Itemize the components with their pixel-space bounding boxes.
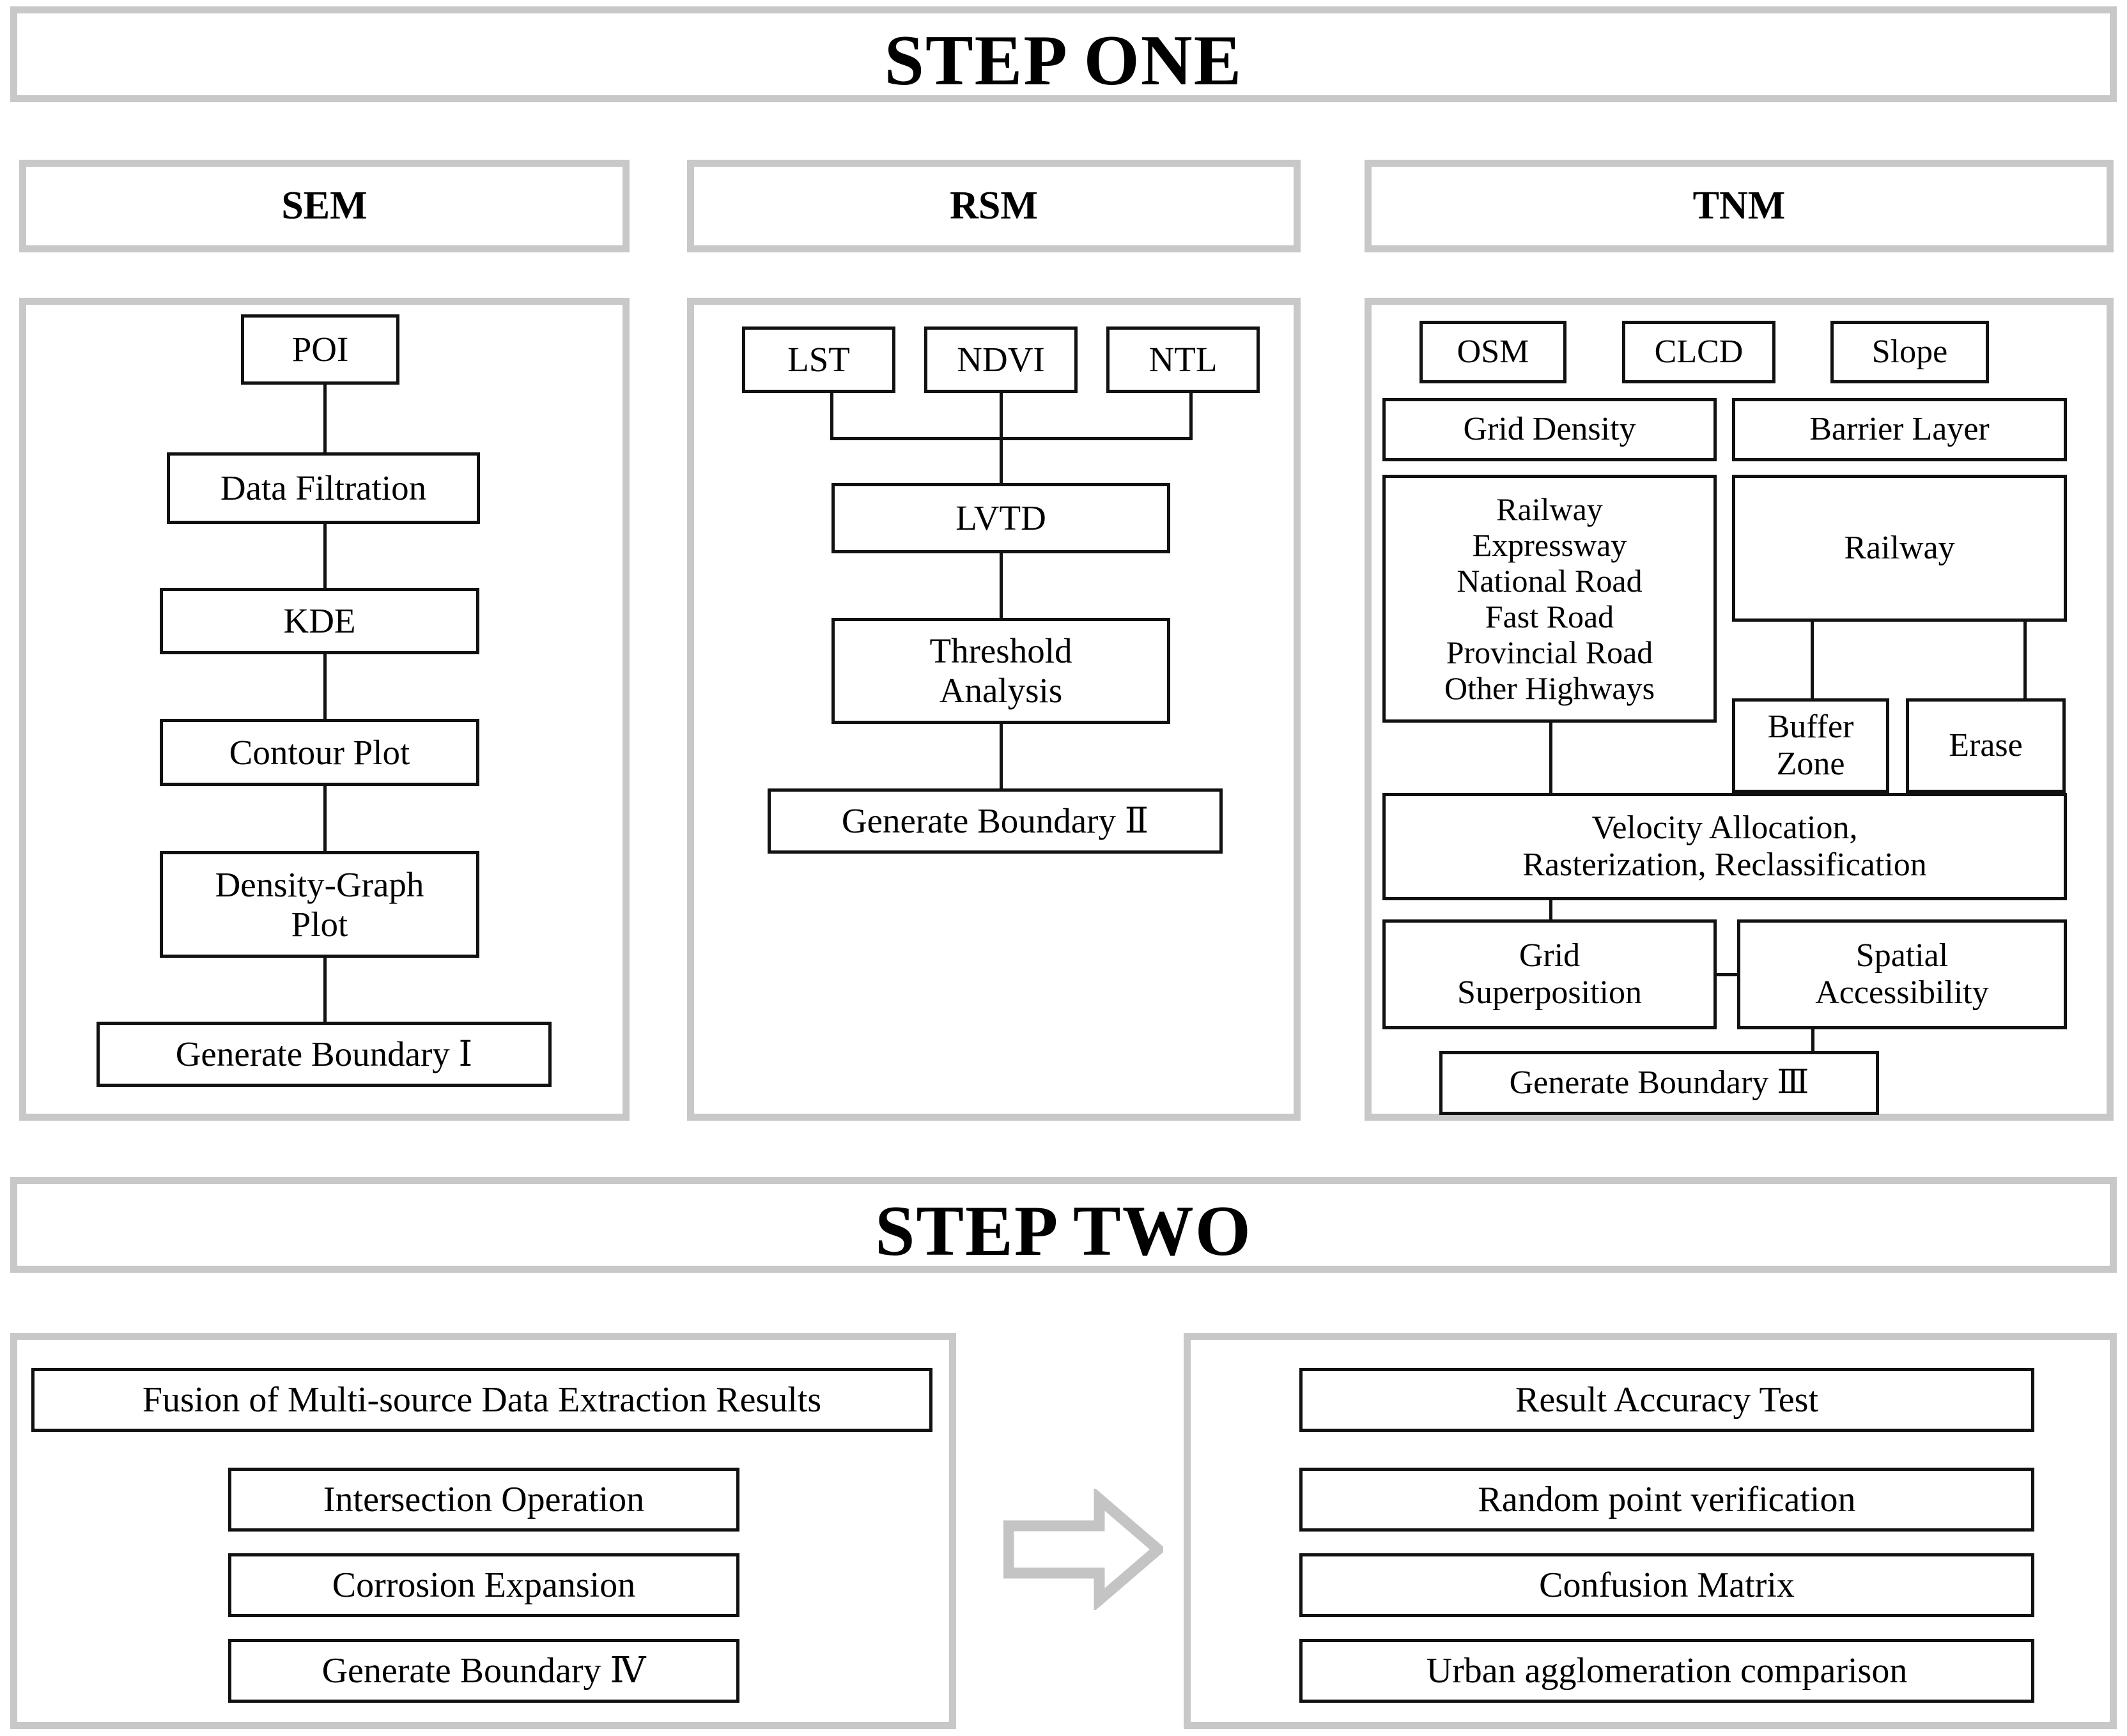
node-lst[interactable]: LST bbox=[742, 326, 895, 393]
node-generate-boundary-2[interactable]: Generate Boundary Ⅱ bbox=[768, 788, 1223, 854]
column-title-tnm: TNM bbox=[1692, 184, 1786, 227]
column-body-rsm: LST NDVI NTL LVTD Threshold Analysis Gen… bbox=[687, 298, 1301, 1121]
step-two-right-panel: Result Accuracy Test Random point verifi… bbox=[1184, 1333, 2117, 1729]
node-buffer-zone[interactable]: Buffer Zone bbox=[1732, 698, 1889, 793]
node-slope[interactable]: Slope bbox=[1830, 321, 1989, 383]
column-title-sem: SEM bbox=[281, 184, 367, 227]
node-erase[interactable]: Erase bbox=[1906, 698, 2066, 793]
node-corrosion-expansion[interactable]: Corrosion Expansion bbox=[228, 1553, 739, 1617]
node-clcd[interactable]: CLCD bbox=[1622, 321, 1775, 383]
column-header-tnm: TNM bbox=[1365, 160, 2114, 252]
connector-roads-velocity bbox=[1549, 721, 1552, 793]
node-contour-plot[interactable]: Contour Plot bbox=[160, 719, 479, 786]
node-threshold-analysis[interactable]: Threshold Analysis bbox=[831, 618, 1170, 724]
node-road-types[interactable]: Railway Expressway National Road Fast Ro… bbox=[1382, 475, 1717, 723]
connector-merge-lvtd bbox=[1000, 437, 1003, 484]
connector-gridsuper-spatial bbox=[1714, 973, 1740, 976]
node-density-graph-plot[interactable]: Density-Graph Plot bbox=[160, 851, 479, 958]
step-one-banner-panel: STEP ONE bbox=[10, 6, 2117, 102]
connector-lst-down bbox=[830, 393, 833, 439]
column-title-rsm: RSM bbox=[950, 184, 1038, 227]
connector-lvtd-threshold bbox=[1000, 553, 1003, 619]
column-body-sem: POI Data Filtration KDE Contour Plot Den… bbox=[19, 298, 630, 1121]
node-fusion-results[interactable]: Fusion of Multi-source Data Extraction R… bbox=[31, 1368, 932, 1432]
node-generate-boundary-3[interactable]: Generate Boundary Ⅲ bbox=[1439, 1051, 1879, 1115]
node-ndvi[interactable]: NDVI bbox=[924, 326, 1078, 393]
connector-ntl-down bbox=[1189, 393, 1193, 439]
column-body-tnm: OSM CLCD Slope Grid Density Barrier Laye… bbox=[1365, 298, 2114, 1121]
connector-kde-contour bbox=[323, 654, 327, 720]
node-generate-boundary-1[interactable]: Generate Boundary Ⅰ bbox=[97, 1022, 552, 1087]
node-intersection-operation[interactable]: Intersection Operation bbox=[228, 1468, 739, 1532]
node-grid-density[interactable]: Grid Density bbox=[1382, 398, 1717, 461]
node-ntl[interactable]: NTL bbox=[1106, 326, 1260, 393]
node-confusion-matrix[interactable]: Confusion Matrix bbox=[1299, 1553, 2034, 1617]
node-railway[interactable]: Railway bbox=[1732, 475, 2067, 622]
node-kde[interactable]: KDE bbox=[160, 588, 479, 654]
node-urban-agglomeration-comparison[interactable]: Urban agglomeration comparison bbox=[1299, 1639, 2034, 1703]
node-data-filtration[interactable]: Data Filtration bbox=[167, 452, 480, 524]
connector-ndvi-down bbox=[1000, 393, 1003, 439]
connector-railway-erase bbox=[2023, 620, 2027, 700]
step-two-title: STEP TWO bbox=[875, 1192, 1252, 1271]
step-two-banner-panel: STEP TWO bbox=[10, 1177, 2117, 1273]
node-random-point-verification[interactable]: Random point verification bbox=[1299, 1468, 2034, 1532]
connector-railway-buffer bbox=[1811, 620, 1814, 700]
node-lvtd[interactable]: LVTD bbox=[831, 483, 1170, 553]
column-header-rsm: RSM bbox=[687, 160, 1301, 252]
step-two-left-panel: Fusion of Multi-source Data Extraction R… bbox=[10, 1333, 956, 1729]
step-one-title: STEP ONE bbox=[884, 21, 1243, 100]
flow-arrow-icon bbox=[1003, 1487, 1167, 1612]
connector-filtration-kde bbox=[323, 523, 327, 588]
node-barrier-layer[interactable]: Barrier Layer bbox=[1732, 398, 2067, 461]
node-generate-boundary-4[interactable]: Generate Boundary Ⅳ bbox=[228, 1639, 739, 1703]
connector-contour-density bbox=[323, 785, 327, 852]
connector-density-boundary bbox=[323, 956, 327, 1022]
node-result-accuracy-test[interactable]: Result Accuracy Test bbox=[1299, 1368, 2034, 1432]
column-header-sem: SEM bbox=[19, 160, 630, 252]
connector-poi-filtration bbox=[323, 383, 327, 454]
connector-merge-bar bbox=[830, 437, 1193, 440]
node-poi[interactable]: POI bbox=[241, 314, 399, 385]
node-spatial-accessibility[interactable]: Spatial Accessibility bbox=[1737, 919, 2067, 1029]
node-velocity-allocation[interactable]: Velocity Allocation, Rasterization, Recl… bbox=[1382, 793, 2067, 900]
node-grid-superposition[interactable]: Grid Superposition bbox=[1382, 919, 1717, 1029]
connector-velocity-gridsuper bbox=[1549, 899, 1552, 921]
node-osm[interactable]: OSM bbox=[1419, 321, 1566, 383]
connector-threshold-boundary bbox=[1000, 723, 1003, 790]
connector-spatial-boundary3 bbox=[1811, 1028, 1814, 1052]
